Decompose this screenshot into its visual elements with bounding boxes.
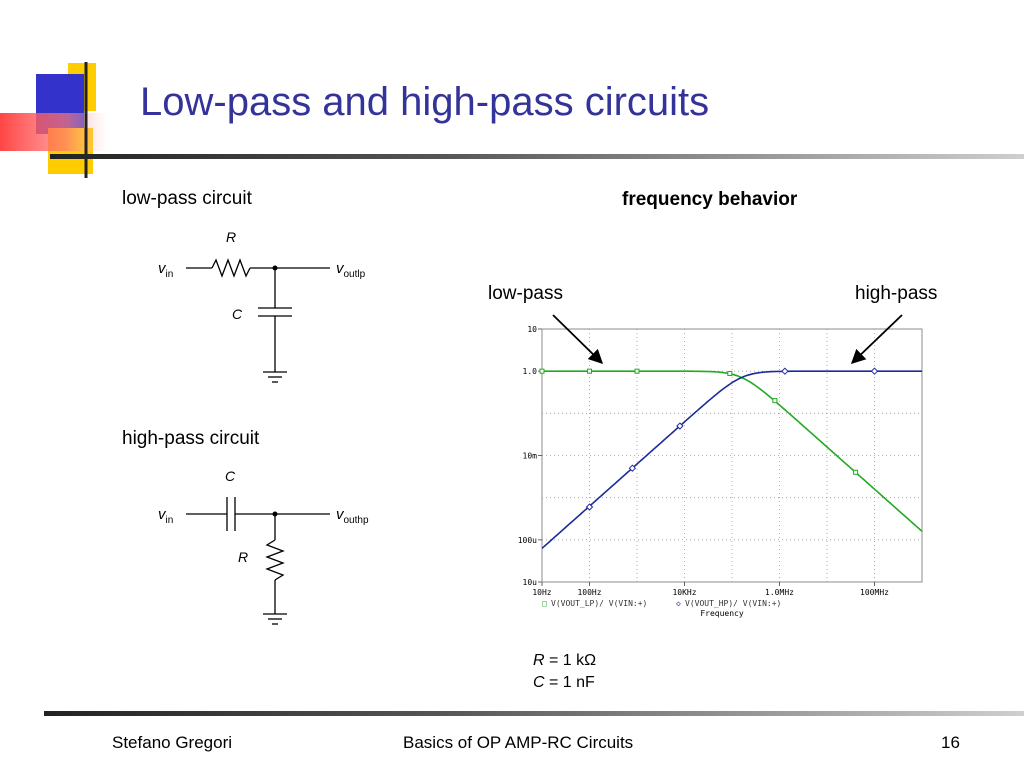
- component-values: R = 1 kΩ C = 1 nF: [533, 650, 596, 694]
- x-tick-label: 10Hz: [532, 588, 551, 597]
- legend-highpass-marker: ◇: [676, 599, 681, 608]
- corner-decoration: [0, 62, 110, 178]
- title-rule: [50, 154, 1024, 159]
- deco-red-bar: [0, 113, 110, 151]
- highpass-heading: high-pass circuit: [122, 428, 260, 449]
- lowpass-marker: [587, 368, 592, 374]
- y-tick-label: 10m: [523, 452, 538, 461]
- lowpass-marker: [772, 398, 778, 404]
- x-tick-label: 1.0MHz: [765, 588, 794, 597]
- arrow-high-pass: [850, 314, 903, 364]
- slide-title: Low-pass and high-pass circuits: [140, 80, 710, 124]
- legend-lowpass-marker: □: [542, 599, 547, 608]
- lowpass-schematic: R vin voutlp C: [158, 229, 366, 383]
- lp-vout-label: voutlp: [336, 260, 366, 280]
- lp-capacitor-label: C: [232, 306, 243, 322]
- lowpass-marker: [634, 368, 640, 374]
- freq-heading: frequency behavior: [622, 189, 798, 210]
- legend-highpass-text: V(VOUT_HP)/ V(VIN:+): [685, 599, 781, 608]
- highpass-marker: [781, 367, 789, 375]
- footer-author: Stefano Gregori: [112, 733, 233, 752]
- y-tick-label: 10: [527, 325, 537, 334]
- y-tick-label: 100u: [518, 536, 537, 545]
- param-c: C = 1 nF: [533, 674, 595, 691]
- y-tick-label: 1.0: [523, 367, 538, 376]
- param-r: R = 1 kΩ: [533, 652, 597, 669]
- hp-vout-label: vouthp: [336, 506, 369, 526]
- highpass-marker: [585, 503, 594, 511]
- label-low-pass: low-pass: [488, 283, 563, 304]
- highpass-schematic: C vin vouthp R: [158, 468, 369, 625]
- hp-ground-icon: [263, 613, 287, 625]
- lp-resistor-label: R: [226, 229, 236, 245]
- highpass-marker: [870, 367, 879, 375]
- label-high-pass: high-pass: [855, 283, 938, 304]
- lowpass-marker: [727, 371, 733, 377]
- lowpass-heading: low-pass circuit: [122, 188, 252, 209]
- x-axis-label: Frequency: [700, 609, 744, 618]
- hp-vin-label: vin: [158, 506, 173, 526]
- highpass-curve: [541, 370, 922, 549]
- arrow-low-pass: [552, 314, 604, 365]
- footer-course: Basics of OP AMP-RC Circuits: [403, 733, 634, 752]
- highpass-marker: [628, 464, 637, 472]
- lp-resistor: [211, 258, 251, 278]
- x-tick-label: 10KHz: [672, 588, 696, 597]
- hp-resistor: [265, 539, 285, 581]
- legend-lowpass-text: V(VOUT_LP)/ V(VIN:+): [551, 599, 647, 608]
- footer-rule: [44, 711, 1024, 716]
- hp-capacitor-label: C: [225, 468, 236, 484]
- x-tick-label: 100Hz: [577, 588, 601, 597]
- lowpass-curve: [542, 370, 923, 532]
- lowpass-marker: [853, 469, 859, 475]
- lowpass-marker: [539, 368, 545, 374]
- x-tick-label: 100MHz: [860, 588, 889, 597]
- highpass-marker: [676, 422, 684, 430]
- lp-vin-label: vin: [158, 260, 173, 280]
- lp-ground-icon: [263, 371, 287, 383]
- hp-resistor-label: R: [238, 549, 248, 565]
- y-tick-label: 10u: [523, 578, 538, 587]
- footer-page-number: 16: [941, 733, 960, 752]
